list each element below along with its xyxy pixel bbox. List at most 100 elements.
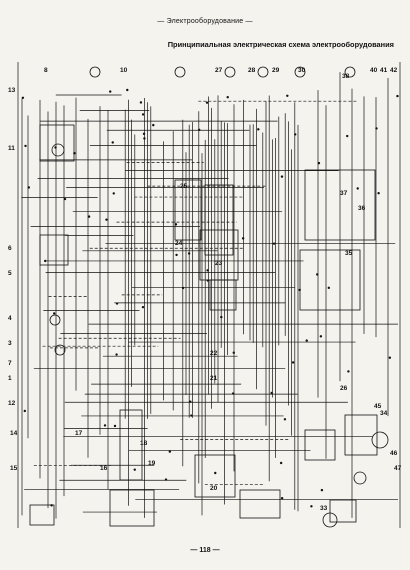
component-box [109,489,155,527]
junction-dot [317,161,321,165]
lamp-symbol [224,66,236,78]
junction-dot [377,192,380,195]
junction-dot [44,259,47,263]
component-box [194,454,236,498]
component-number: 25 [180,183,188,190]
component-number: 38 [342,73,350,80]
junction-dot [283,418,287,421]
component-number: 17 [75,430,83,437]
junction-dot [164,478,168,481]
component-number: 47 [394,465,402,472]
component-number: 4 [8,315,12,322]
component-box [29,504,55,526]
component-number: 1 [8,375,12,382]
component-number: 6 [8,245,12,252]
lamp-symbol [294,66,306,78]
junction-dot [214,471,217,475]
junction-dot [356,187,359,190]
junction-dot [220,315,223,319]
wire-layer [17,62,401,528]
junction-dot [280,175,284,178]
junction-dot [115,353,118,356]
junction-dot [327,286,330,290]
component-box [39,124,75,162]
component-number: 34 [380,410,388,417]
component-number: 11 [8,145,15,152]
page-number: — 118 — [190,547,220,554]
junction-dot [168,450,172,453]
junction-dot [226,95,229,99]
junction-dot [315,273,319,276]
junction-dot [139,101,143,104]
component-number: 23 [215,260,223,267]
junction-dot [231,392,235,395]
junction-dot [105,218,108,221]
junction-dot [286,94,289,97]
component-box [209,279,237,311]
junction-dot [347,370,350,373]
junction-dot [50,504,53,507]
junction-dot [206,279,210,282]
lamp-symbol [174,66,186,78]
junction-dot [23,409,27,413]
junction-dot [113,424,117,428]
junction-dot [112,192,115,195]
component-number: 3 [8,340,12,347]
component-number: 36 [358,205,366,212]
junction-dot [174,223,178,226]
junction-dot [52,312,56,315]
component-box [239,489,281,519]
lamp-symbol [51,143,65,157]
component-number: 30 [298,67,306,74]
lamp-symbol [89,66,101,78]
running-head: — Электрооборудование — [157,18,253,25]
component-number: 18 [140,440,148,447]
component-number: 45 [374,403,382,410]
lamp-symbol [353,471,367,485]
component-number: 10 [120,67,128,74]
junction-dot [388,356,392,359]
junction-dot [142,132,146,136]
component-number: 19 [148,460,156,467]
component-number: 35 [345,250,353,257]
junction-dot [63,197,67,201]
junction-dot [232,351,235,354]
component-box [304,169,376,241]
component-number: 14 [10,430,18,437]
component-number: 29 [272,67,280,74]
junction-dot [346,134,349,138]
junction-dot [103,424,107,427]
junction-dot [115,302,119,305]
component-box [204,184,234,256]
component-number: 12 [8,400,16,407]
component-number: 33 [320,505,328,512]
junction-dot [375,127,378,130]
page-title: Принципиальная электрическая схема элект… [167,40,394,49]
junction-dot [319,335,323,338]
component-box [174,179,202,241]
component-box [39,234,69,266]
lamp-symbol [371,431,389,449]
component-layer [21,66,399,528]
junction-dot [257,128,260,131]
junction-dot [205,101,209,104]
junction-dot [272,242,276,245]
component-number: 26 [340,385,348,392]
junction-dot [109,90,112,93]
junction-dot [187,252,191,255]
component-number: 37 [340,190,348,197]
component-number: 5 [8,270,12,277]
junction-dot [198,128,201,132]
junction-dot [54,146,57,149]
component-number: 40 [370,67,378,74]
junction-dot [298,288,301,292]
junction-dot [126,88,129,92]
junction-dot [189,400,192,403]
component-number: 46 [390,450,398,457]
component-number: 13 [8,87,16,94]
junction-dot [181,286,185,290]
component-number: 27 [215,67,223,74]
